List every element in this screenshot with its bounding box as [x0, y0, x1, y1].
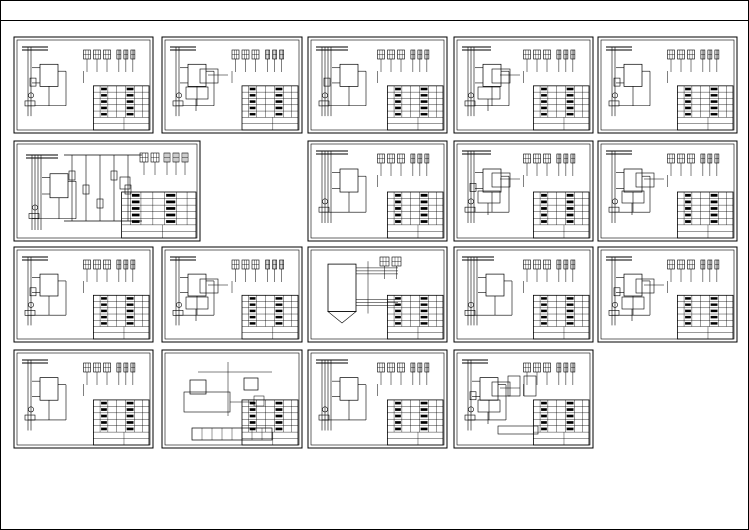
- schematic-panel: [597, 140, 738, 242]
- schematic-panel: [13, 36, 154, 134]
- schematic-panel: [13, 349, 154, 449]
- schematic-panel: [453, 36, 594, 134]
- schematic-panel: [161, 36, 303, 134]
- schematic-panel: [307, 140, 448, 242]
- schematic-panel: [453, 140, 594, 242]
- schematic-panel: [307, 246, 448, 343]
- drawing-panels: [13, 36, 738, 449]
- schematic-panel: [307, 349, 448, 449]
- schematic-panel: [13, 246, 154, 343]
- schematic-panel: [597, 36, 738, 134]
- schematic-panel: [453, 349, 594, 449]
- schematic-panel: [597, 246, 738, 343]
- schematic-panel: [161, 246, 303, 343]
- schematic-panel: [13, 140, 201, 242]
- schematic-panel: [453, 246, 594, 343]
- schematic-panel: [161, 349, 303, 449]
- schematic-panel: [307, 36, 448, 134]
